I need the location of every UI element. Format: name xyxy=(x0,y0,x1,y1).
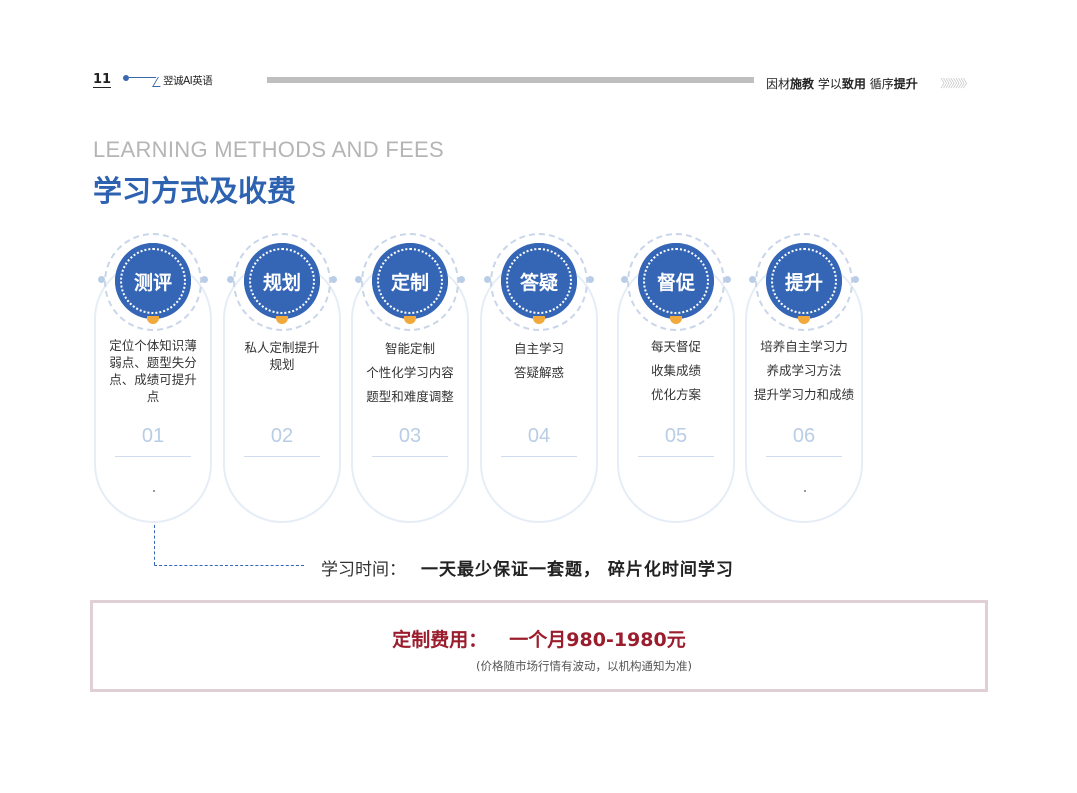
step-badge-tab xyxy=(404,316,416,324)
step-description: 定位个体知识薄弱点、题型失分点、成绩可提升点 xyxy=(94,337,212,405)
chevrons-icon: 〉〉〉〉〉〉〉〉〉〉 xyxy=(940,77,973,90)
step-description-line: 优化方案 xyxy=(650,387,701,402)
step-arc-dot-right xyxy=(330,276,337,283)
step-arc-dot-right xyxy=(587,276,594,283)
step-description-line: 答疑解惑 xyxy=(513,365,564,380)
step-number: 01 xyxy=(141,425,165,447)
page-number: 11 xyxy=(93,72,112,88)
slogan-part-2: 学以致用 xyxy=(817,77,866,91)
step-arc-dot-left xyxy=(484,276,491,283)
step-description-line: 规划 xyxy=(269,357,295,372)
study-time-value: 一天最少保证一套题， 碎片化时间学习 xyxy=(421,560,734,580)
fee-main: 定制费用： 一个月980-1980元 xyxy=(93,625,985,652)
step-badge: 督促 xyxy=(638,243,714,319)
step-tiny-dot xyxy=(153,490,155,492)
step-description: 自主学习答疑解惑 xyxy=(480,337,598,385)
step-description-line: 题型和难度调整 xyxy=(366,389,454,404)
step-arc-dot-left xyxy=(749,276,756,283)
step-badge-label: 规划 xyxy=(262,271,301,294)
step-badge-tab xyxy=(147,316,159,324)
step-badge-label: 定制 xyxy=(390,271,429,294)
header-divider-bar xyxy=(267,77,754,83)
fee-value: 一个月980-1980元 xyxy=(509,629,686,651)
step-description: 培养自主学习力养成学习方法提升学习力和成绩 xyxy=(745,335,863,407)
step-badge-label: 答疑 xyxy=(519,271,558,294)
fee-note: (价格随市场行情有波动，以机构通知为准) xyxy=(476,659,692,673)
step-badge: 测评 xyxy=(115,243,191,319)
chinese-title: 学习方式及收费 xyxy=(93,174,297,208)
step-number-underline xyxy=(501,456,577,457)
step-number-underline xyxy=(244,456,320,457)
step-number: 05 xyxy=(664,425,688,447)
step-arc-dot-right xyxy=(201,276,208,283)
step-badge-tab xyxy=(276,316,288,324)
step-description: 每天督促收集成绩优化方案 xyxy=(617,335,735,407)
slogan-part-3: 循序提升 xyxy=(869,77,918,91)
step-description-line: 个性化学习内容 xyxy=(366,365,454,380)
step-description-line: 点、成绩可提升 xyxy=(109,372,197,387)
step-description-line: 弱点、题型失分 xyxy=(109,355,197,370)
step-description-line: 提升学习力和成绩 xyxy=(753,387,854,402)
step-arc xyxy=(490,233,588,331)
brand-dot-icon xyxy=(123,75,129,81)
step-arc-dot-left xyxy=(621,276,628,283)
step-badge-label: 提升 xyxy=(784,271,823,294)
brand-name: 翌诚AI英语 xyxy=(163,75,213,87)
step-badge-tab xyxy=(533,316,545,324)
brand-line xyxy=(129,77,156,78)
step-badge: 规划 xyxy=(244,243,320,319)
step-badge-label: 测评 xyxy=(133,271,172,294)
step-number: 03 xyxy=(398,425,422,447)
step-description-line: 每天督促 xyxy=(650,339,701,354)
step-number: 02 xyxy=(270,425,294,447)
slogan: 因材施教 学以致用 循序提升 xyxy=(766,75,918,92)
step-description-line: 养成学习方法 xyxy=(766,363,842,378)
connector-vertical-line xyxy=(154,525,155,565)
step-badge: 定制 xyxy=(372,243,448,319)
step-arc-dot-right xyxy=(852,276,859,283)
step-description-line: 收集成绩 xyxy=(650,363,701,378)
step-arc-dot-left xyxy=(227,276,234,283)
step-description-line: 私人定制提升 xyxy=(244,340,320,355)
step-description-line: 点 xyxy=(146,389,160,404)
step-badge-label: 督促 xyxy=(656,271,695,294)
step-arc xyxy=(361,233,459,331)
fee-box: 定制费用： 一个月980-1980元 (价格随市场行情有波动，以机构通知为准) xyxy=(90,600,988,692)
step-tiny-dot xyxy=(804,490,806,492)
step-description-line: 智能定制 xyxy=(384,341,435,356)
step-description: 私人定制提升规划 xyxy=(223,339,341,373)
step-badge-tab xyxy=(670,316,682,324)
step-badge: 答疑 xyxy=(501,243,577,319)
connector-horizontal-line xyxy=(154,565,304,566)
step-arc-dot-left xyxy=(98,276,105,283)
step-arc-dot-left xyxy=(355,276,362,283)
step-badge: 提升 xyxy=(766,243,842,319)
step-arc xyxy=(233,233,331,331)
step-number: 04 xyxy=(527,425,551,447)
step-arc xyxy=(627,233,725,331)
english-title: LEARNING METHODS AND FEES xyxy=(93,137,445,162)
step-number-underline xyxy=(766,456,842,457)
step-number-underline xyxy=(115,456,191,457)
step-arc xyxy=(755,233,853,331)
step-description: 智能定制个性化学习内容题型和难度调整 xyxy=(351,337,469,409)
step-description-line: 定位个体知识薄 xyxy=(109,338,197,353)
step-number: 06 xyxy=(792,425,816,447)
step-description-line: 自主学习 xyxy=(513,341,564,356)
step-description-line: 培养自主学习力 xyxy=(760,339,848,354)
study-time-label: 学习时间： xyxy=(321,560,406,580)
step-number-underline xyxy=(638,456,714,457)
step-arc-dot-right xyxy=(724,276,731,283)
slogan-part-1: 因材施教 xyxy=(766,77,815,91)
fee-label: 定制费用： xyxy=(392,629,488,651)
step-badge-tab xyxy=(798,316,810,324)
step-number-underline xyxy=(372,456,448,457)
step-arc-dot-right xyxy=(458,276,465,283)
step-arc xyxy=(104,233,202,331)
